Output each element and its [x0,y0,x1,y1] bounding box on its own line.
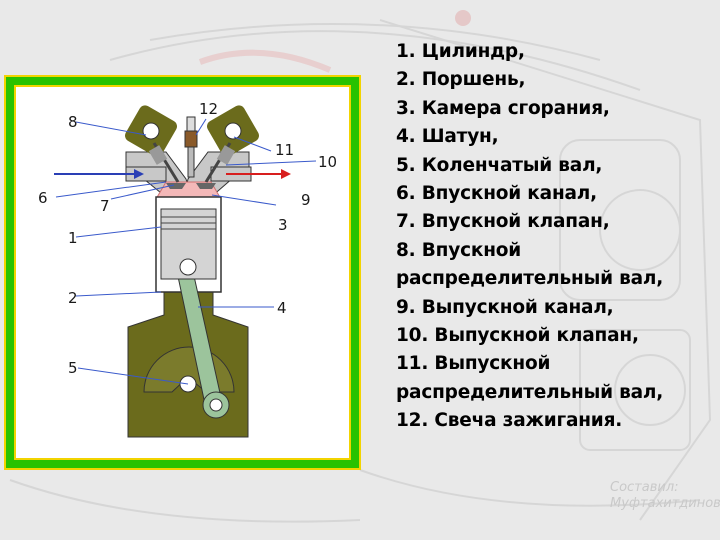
legend-item: 5. Коленчатый вал, [396,154,603,176]
diagram-frame: 12 8 11 10 6 9 7 3 1 2 4 5 [4,75,361,470]
exhaust-valve [196,142,236,189]
legend-item: 3. Камера сгорания, [396,97,610,119]
legend-item: 7. Впускной клапан, [396,211,610,233]
legend-item: 8. Впускной [396,239,522,261]
intake-flow-arrow [54,169,144,179]
callout-label: 7 [100,197,110,215]
callout-label: 3 [278,216,288,234]
callout-label: 2 [68,289,78,307]
parts-legend: 1. Цилиндр, 2. Поршень, 3. Камера сгоран… [396,38,716,436]
callout-label: 8 [68,113,78,131]
engine-cylinder-diagram: 12 8 11 10 6 9 7 3 1 2 4 5 [38,100,337,438]
legend-item: 2. Поршень, [396,69,526,91]
callout-label: 9 [301,191,311,209]
leader-lines [55,118,317,385]
legend-item: 1. Цилиндр, [396,41,525,62]
callout-label: 4 [277,299,287,317]
callout-label: 5 [68,359,78,377]
callout-label: 6 [38,189,48,207]
legend-item: 4. Шатун, [396,126,499,148]
callout-label: 10 [318,153,337,171]
intake-valve [148,142,186,189]
legend-item: 10. Выпускной клапан, [396,325,639,347]
legend-item: 9. Выпускной канал, [396,296,614,318]
legend-item: 12. Свеча зажигания. [396,410,623,432]
legend-item: 11. Выпускной [396,353,551,375]
spark-plug [184,116,198,178]
legend-item: распределительный вал, [396,268,664,290]
piston [160,208,217,280]
legend-item: 6. Впускной канал, [396,183,597,205]
exhaust-flow-arrow [226,169,291,179]
alfa-romeo-badge-icon [455,10,471,26]
callout-label: 11 [275,141,294,159]
callout-label: 1 [68,229,78,247]
callout-label: 12 [199,100,218,118]
intake-camshaft [125,105,177,157]
watermark-line: Составил: [610,480,679,495]
exhaust-camshaft [207,105,259,157]
watermark-line: Муфтахитдинов [610,496,720,511]
diagram-canvas: 12 8 11 10 6 9 7 3 1 2 4 5 [14,85,351,460]
author-watermark: Составил: Муфтахитдинов [610,480,720,512]
legend-item: распределительный вал, [396,381,664,403]
